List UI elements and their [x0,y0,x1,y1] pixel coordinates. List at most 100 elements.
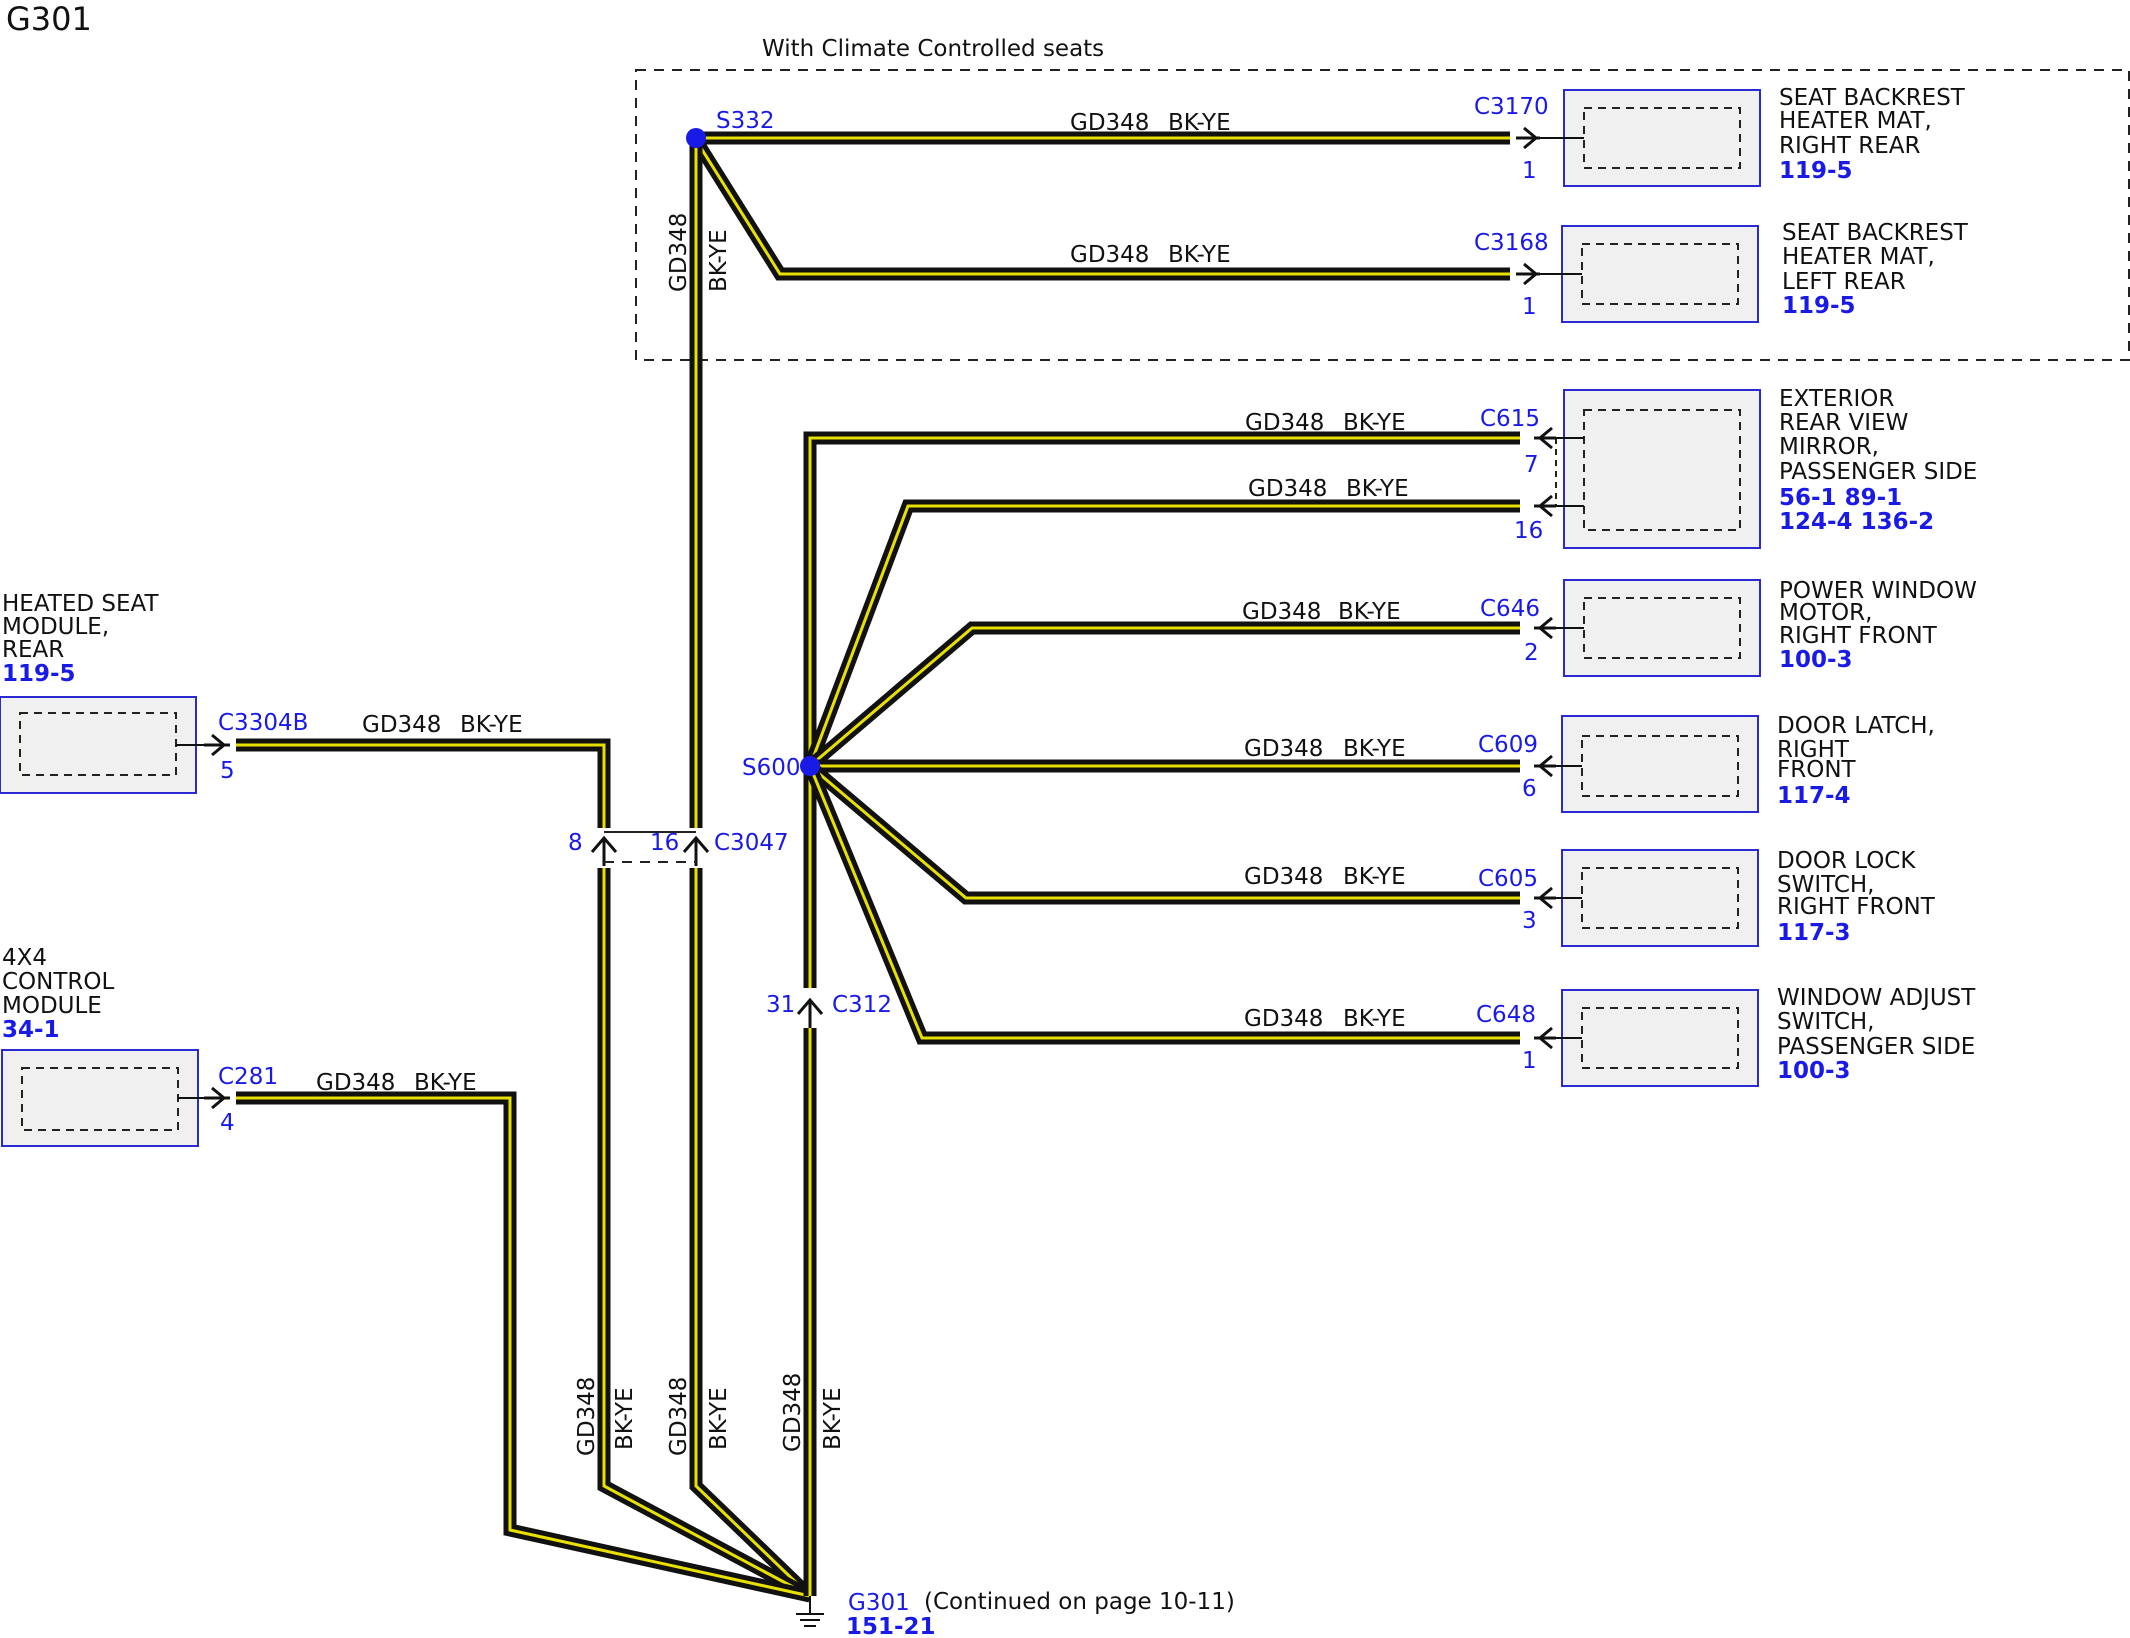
c3047-pin-8: 8 [568,830,583,856]
c281-pin: 4 [220,1110,235,1136]
wire-color-label: BK-YE [1346,476,1409,502]
svg-text:7: 7 [1524,452,1539,478]
svg-text:POWER WINDOW: POWER WINDOW [1779,578,1977,604]
wire-c3047-8-ground [597,868,814,1602]
svg-text:3: 3 [1522,908,1537,934]
svg-text:HEATER MAT,: HEATER MAT, [1782,244,1935,270]
ground-note: (Continued on page 10-11) [924,1589,1235,1615]
heated-seat-ref: 119-5 [2,661,76,687]
c281-label: C281 [218,1064,278,1090]
component-exterior-mirror: C615 7 16 EXTERIOR REAR VIEW MIRROR, PAS… [1480,386,1977,549]
svg-text:124-4 136-2: 124-4 136-2 [1779,509,1934,535]
component-door-lock-switch: C605 3 DOOR LOCK SWITCH, RIGHT FRONT 117… [1478,848,1936,947]
wire-s600-c615-16 [803,499,1520,769]
splice-s332 [686,128,706,148]
svg-text:119-5: 119-5 [1779,158,1853,184]
c3304b-label: C3304B [218,710,308,736]
page-title: G301 [6,0,92,38]
svg-text:CONTROL: CONTROL [2,969,115,995]
svg-text:SEAT BACKREST: SEAT BACKREST [1779,85,1966,111]
svg-text:C605: C605 [1478,866,1538,892]
svg-text:1: 1 [1522,1048,1537,1074]
wire-c3304b-c3047 [236,738,611,828]
splice-s600-label: S600 [742,755,801,781]
svg-text:EXTERIOR: EXTERIOR [1779,386,1894,412]
wire-circuit-label: GD348 [1244,1006,1323,1032]
wire-color-label: BK-YE [1343,864,1406,890]
svg-text:FRONT: FRONT [1777,757,1857,783]
wire-color-label: BK-YE [612,1387,638,1450]
svg-text:RIGHT FRONT: RIGHT FRONT [1779,623,1938,649]
svg-text:HEATED SEAT: HEATED SEAT [2,591,159,617]
inline-connector-c3047: 8 16 C3047 [568,830,789,866]
svg-text:1: 1 [1522,158,1537,184]
wire-c3047-16-ground [689,868,815,1601]
component-window-adjust-switch: C648 1 WINDOW ADJUST SWITCH, PASSENGER S… [1476,985,1976,1087]
wire-color-label: BK-YE [414,1070,477,1096]
splice-s332-label: S332 [716,108,775,134]
4x4-ref: 34-1 [2,1017,60,1043]
wire-circuit-label: GD348 [1248,476,1327,502]
wire-s600-c615-7 [803,431,1520,766]
svg-text:56-1 89-1: 56-1 89-1 [1779,485,1902,511]
svg-text:MOTOR,: MOTOR, [1779,600,1872,626]
svg-text:MODULE: MODULE [2,993,102,1019]
svg-text:MIRROR,: MIRROR, [1779,434,1879,460]
wire-s600-c605 [805,761,1520,905]
wire-s600-c646 [805,621,1520,771]
svg-text:100-3: 100-3 [1777,1058,1851,1084]
svg-text:WINDOW ADJUST: WINDOW ADJUST [1777,985,1976,1011]
wire-color-label: BK-YE [820,1387,846,1450]
component-door-latch: C609 6 DOOR LATCH, RIGHT FRONT 117-4 [1478,713,1935,813]
wire-harness [236,131,1520,1603]
component-seat-heater-left-rear: C3168 1 SEAT BACKREST HEATER MAT, LEFT R… [1474,220,1969,323]
component-4x4-control-module: 4X4 CONTROL MODULE 34-1 C281 4 [1,945,278,1147]
wire-circuit-label: GD348 [1245,410,1324,436]
svg-text:LEFT REAR: LEFT REAR [1782,269,1906,295]
c3047-label: C3047 [714,830,789,856]
svg-text:117-3: 117-3 [1777,920,1851,946]
svg-text:100-3: 100-3 [1779,647,1853,673]
wire-color-label: BK-YE [706,229,732,292]
svg-text:RIGHT FRONT: RIGHT FRONT [1777,894,1936,920]
wire-circuit-label: GD348 [574,1377,600,1456]
component-seat-heater-right-rear: C3170 1 SEAT BACKREST HEATER MAT, RIGHT … [1474,85,1966,187]
svg-text:RIGHT: RIGHT [1777,737,1850,763]
inline-connector-c312: 31 C312 [766,992,892,1028]
c3047-pin-16: 16 [650,830,679,856]
svg-text:RIGHT REAR: RIGHT REAR [1779,133,1920,159]
ground-ref: 151-21 [846,1614,936,1638]
svg-text:DOOR LATCH,: DOOR LATCH, [1777,713,1935,739]
svg-text:117-4: 117-4 [1777,783,1851,809]
c312-label: C312 [832,992,892,1018]
vertical-wire-labels: GD348 BK-YE GD348 BK-YE GD348 BK-YE GD34… [574,213,846,1456]
svg-text:C3170: C3170 [1474,94,1549,120]
wire-circuit-label: GD348 [316,1070,395,1096]
component-heated-seat-module: HEATED SEAT MODULE, REAR 119-5 C3304B 5 [0,591,308,794]
svg-text:SEAT BACKREST: SEAT BACKREST [1782,220,1969,246]
svg-text:C609: C609 [1478,732,1538,758]
wire-circuit-label: GD348 [362,712,441,738]
wire-color-label: BK-YE [460,712,523,738]
climate-controlled-seats-boundary [635,69,2130,361]
c3304b-pin: 5 [220,758,235,784]
climate-box-label: With Climate Controlled seats [762,36,1104,62]
svg-text:4X4: 4X4 [2,945,47,971]
wire-circuit-label: GD348 [1244,864,1323,890]
svg-text:119-5: 119-5 [1782,293,1856,319]
wire-circuit-label: GD348 [1244,736,1323,762]
wire-color-label: BK-YE [1343,410,1406,436]
svg-text:PASSENGER SIDE: PASSENGER SIDE [1777,1034,1975,1060]
svg-text:PASSENGER SIDE: PASSENGER SIDE [1779,459,1977,485]
wire-color-label: BK-YE [1338,599,1401,625]
wire-circuit-label: GD348 [1070,242,1149,268]
ground-g301: G301 (Continued on page 10-11) 151-21 [796,1589,1235,1638]
svg-text:6: 6 [1522,776,1537,802]
svg-text:C648: C648 [1476,1002,1536,1028]
wire-color-label: BK-YE [1343,1006,1406,1032]
component-power-window-motor: C646 2 POWER WINDOW MOTOR, RIGHT FRONT 1… [1480,578,1977,677]
svg-text:C615: C615 [1480,406,1540,432]
wire-color-label: BK-YE [706,1387,732,1450]
wire-circuit-label: GD348 [666,213,692,292]
